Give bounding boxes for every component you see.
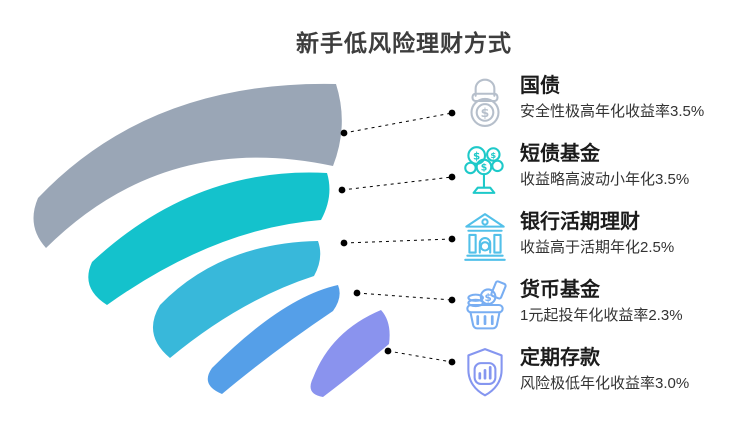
connector-dots [338,109,456,366]
connector-line-1 [343,112,453,134]
page-title: 新手低风险理财方式 [296,30,512,56]
list-item-fixed-deposit: 定期存款 风险极低年化收益率3.0% [462,346,730,404]
fan-band-fixed-deposit [310,310,390,397]
bank-icon [464,213,506,261]
fan-band-money-fund [207,285,340,394]
item-text-block: 货币基金 1元起投年化收益率2.3% [520,278,683,326]
connector-line-2 [341,176,453,191]
fan-band-short-bond-fund [88,172,330,305]
item-title: 货币基金 [520,279,600,301]
money-tree-icon: $ $ $ [464,146,504,194]
coin-basket-icon: $ [466,280,507,330]
item-description: 1元起投年化收益率2.3% [520,307,683,324]
fan-band-treasury-bond [33,83,342,248]
item-description: 收益略高波动小年化3.5% [520,171,690,188]
list-item-money-fund: $ 货币基金 1元起投年化收益率2.3% [462,278,730,336]
item-description: 收益高于活期年化2.5% [520,239,675,256]
item-text-block: 国债 安全性极高年化收益率3.5% [520,74,704,122]
item-description: 风险极低年化收益率3.0% [520,375,690,392]
lock-dollar-icon: $ [470,78,500,127]
connector-lines [341,112,453,363]
list-item-short-bond-fund: $ $ $ 短债基金 收益略高波动小年化3.5% [462,142,730,200]
item-description: 安全性极高年化收益率3.5% [520,103,705,120]
svg-text:$: $ [481,105,490,120]
connector-line-3 [343,238,453,244]
item-text-block: 定期存款 风险极低年化收益率3.0% [520,346,689,394]
item-title: 短债基金 [520,143,600,165]
item-title: 银行活期理财 [520,211,640,233]
svg-text:$: $ [473,151,480,163]
item-text-block: 银行活期理财 收益高于活期年化2.5% [520,210,674,258]
shield-chart-icon [467,348,503,397]
item-title: 定期存款 [520,347,600,369]
list-item-bank-wealth: 银行活期理财 收益高于活期年化2.5% [462,210,730,268]
item-title: 国债 [520,75,560,97]
item-text-block: 短债基金 收益略高波动小年化3.5% [520,142,689,190]
svg-text:$: $ [481,163,488,174]
svg-text:$: $ [484,292,491,304]
list-item-treasury-bond: $ 国债 安全性极高年化收益率3.5% [462,74,730,132]
connector-line-4 [356,292,453,301]
connector-line-5 [387,350,453,363]
svg-text:$: $ [490,150,496,160]
fan-band-bank-wealth [152,241,321,358]
